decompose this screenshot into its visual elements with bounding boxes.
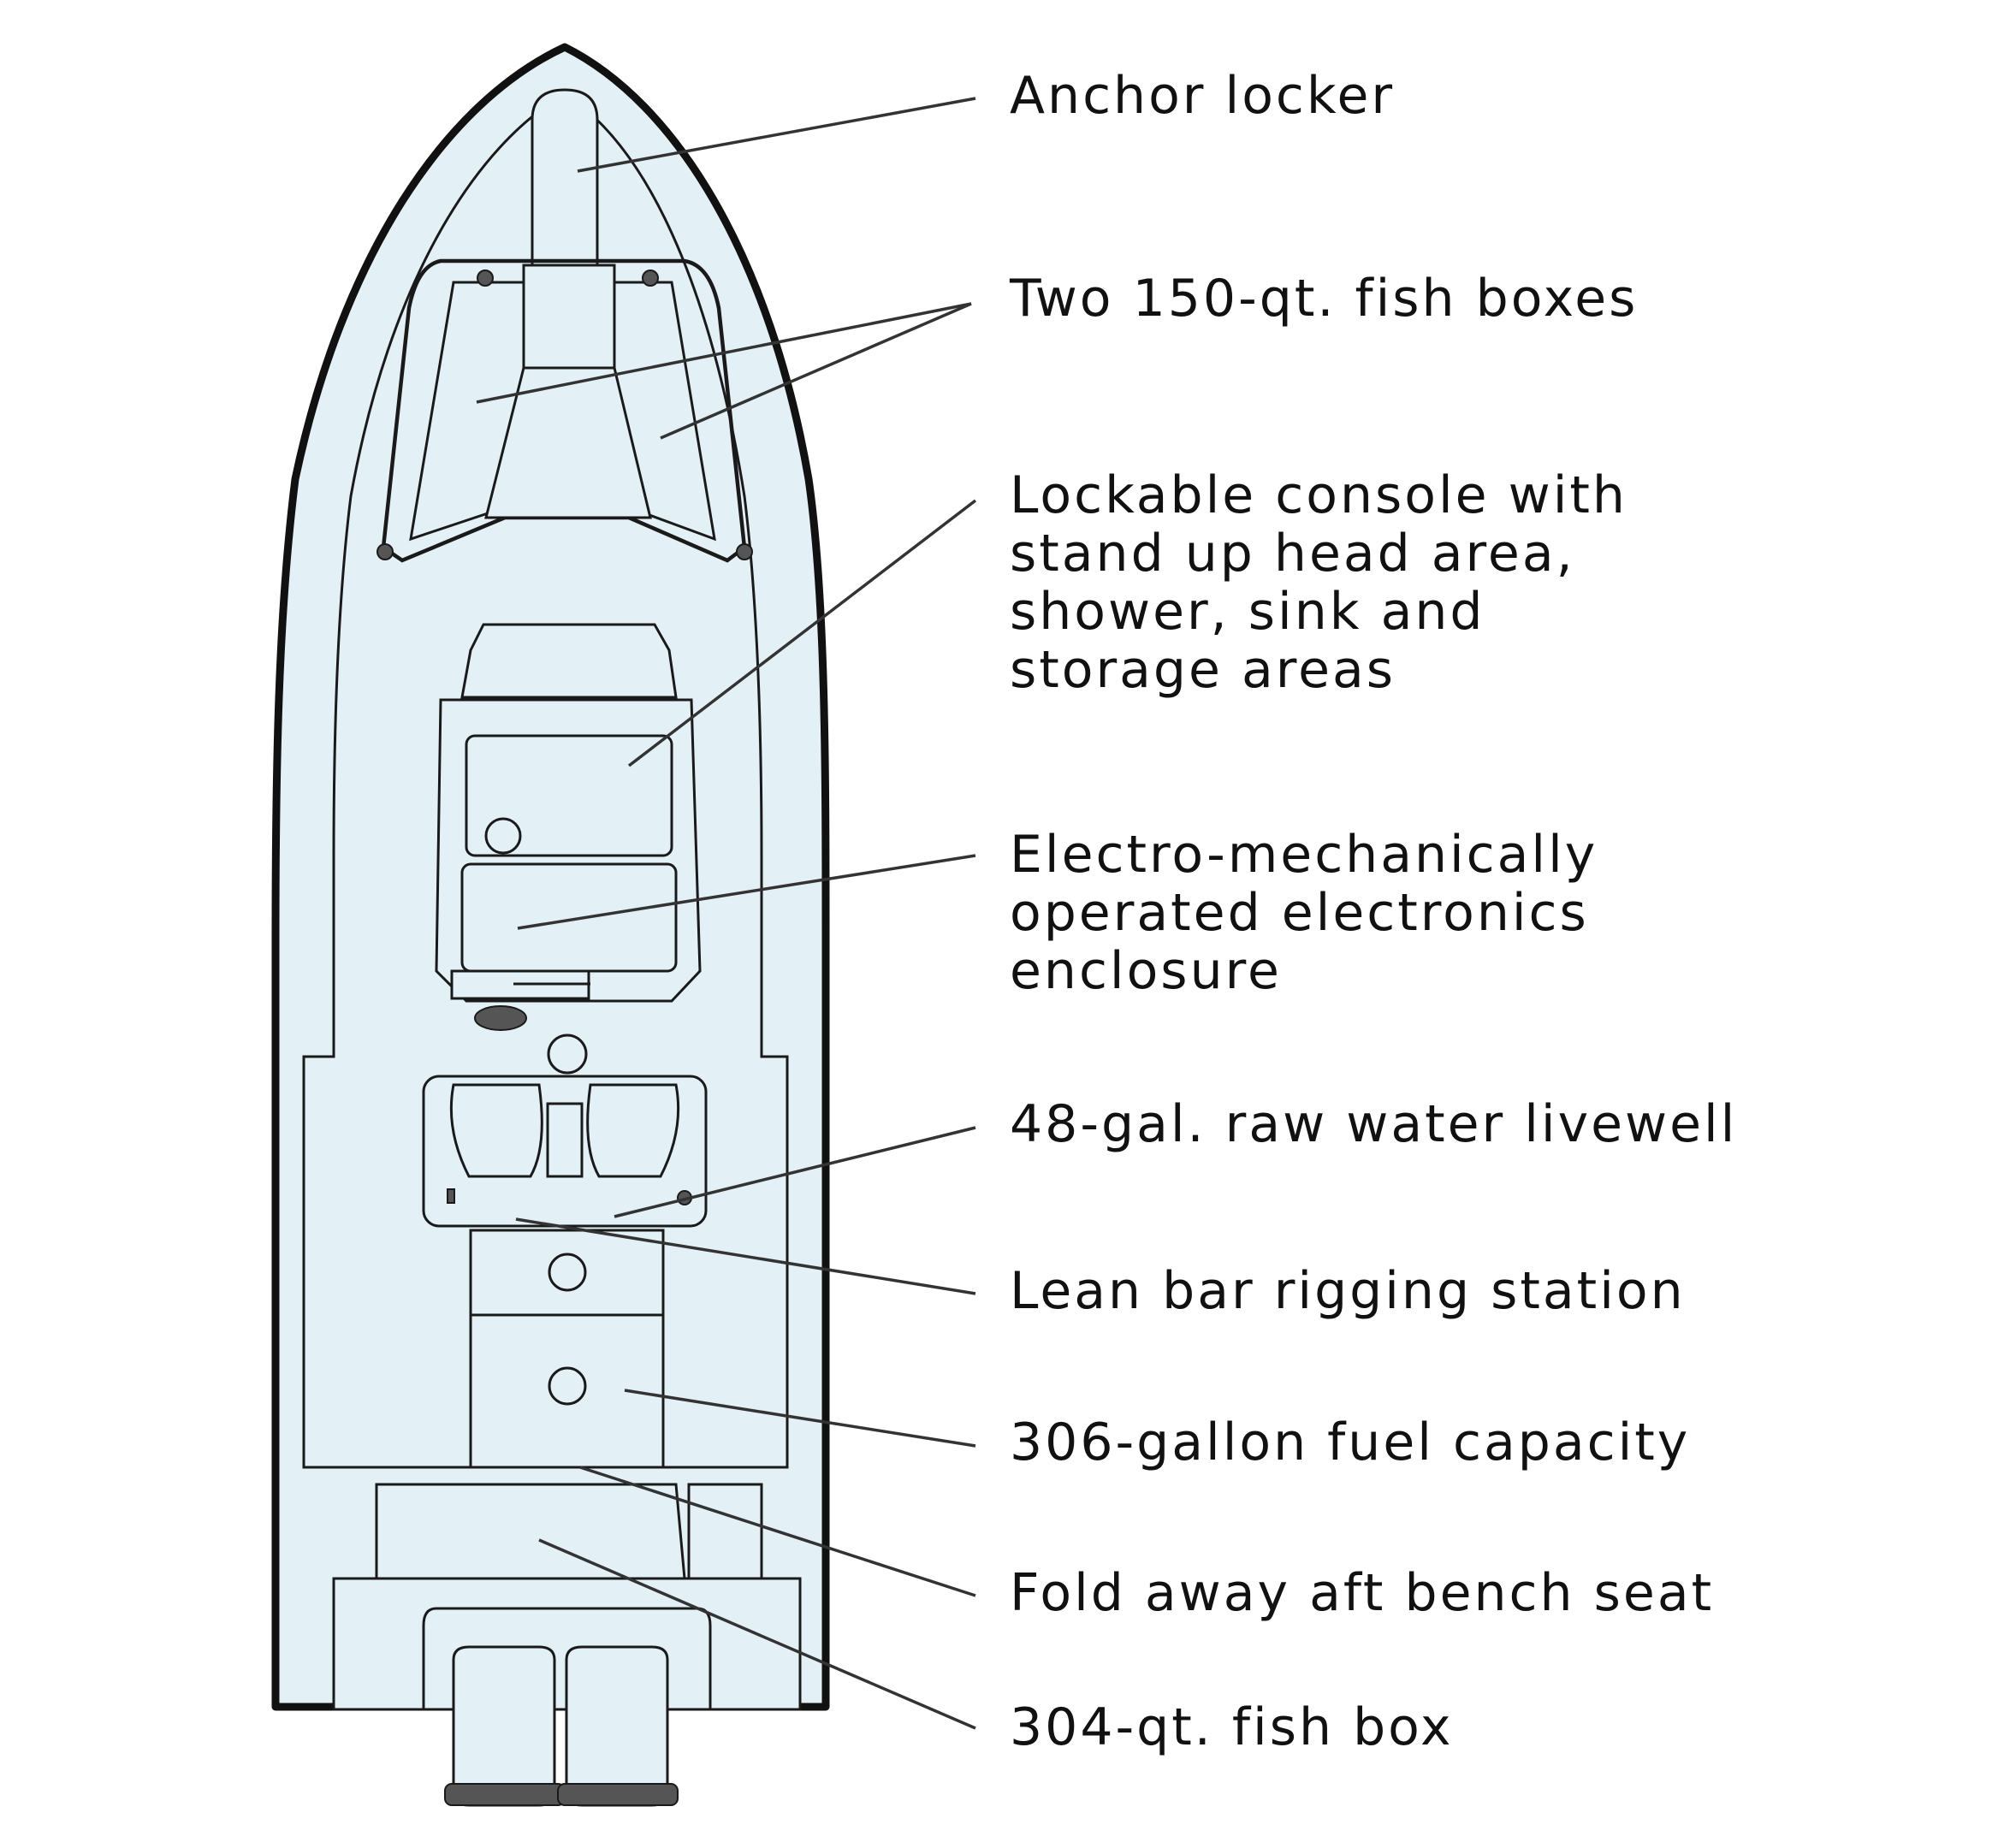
leader-fish-box-aft xyxy=(538,1538,976,1730)
callout-console-line-2: stand up head area, xyxy=(1010,524,1575,583)
callout-fuel-line-1: 306-gallon fuel capacity xyxy=(1010,1413,1691,1472)
leader-console xyxy=(627,499,977,767)
leader-lean-bar xyxy=(515,1217,976,1295)
callout-console-line-4: storage areas xyxy=(1010,640,1396,700)
callout-console-line-1: Lockable console with xyxy=(1010,465,1628,525)
callout-bow-fish-boxes: Two 150-qt. fish boxes xyxy=(1010,270,1638,328)
leader-anchor-locker xyxy=(577,97,976,173)
callout-anchor-locker-line-1: Anchor locker xyxy=(1010,66,1396,126)
aft-bench-and-fish-box xyxy=(332,1483,802,1711)
outboard-engines xyxy=(444,1645,679,1807)
callout-bow-fish-boxes-line-1: Two 150-qt. fish boxes xyxy=(1010,269,1639,329)
leader-fuel xyxy=(624,1389,976,1448)
callout-lean-bar: Lean bar rigging station xyxy=(1010,1262,1686,1320)
callout-electronics-enclosure: Electro-mechanically operated electronic… xyxy=(1010,826,1598,1000)
callout-anchor-locker: Anchor locker xyxy=(1010,67,1395,125)
leader-fish-boxes-right xyxy=(660,302,972,440)
callout-electronics-line-2: operated electronics xyxy=(1010,883,1589,943)
callout-lean-bar-line-1: Lean bar rigging station xyxy=(1010,1261,1686,1321)
callout-bench-seat-line-1: Fold away aft bench seat xyxy=(1010,1563,1715,1623)
callout-console: Lockable console with stand up head area… xyxy=(1010,466,1628,699)
leader-fish-boxes-left xyxy=(476,302,972,404)
callout-electronics-line-1: Electro-mechanically xyxy=(1010,825,1598,885)
center-console xyxy=(435,623,702,1031)
fuel-tank-area xyxy=(469,1229,665,1469)
leader-electronics xyxy=(517,854,976,930)
callout-aft-fish-box-line-1: 304-qt. fish box xyxy=(1010,1697,1454,1757)
callout-livewell-line-1: 48-gal. raw water livewell xyxy=(1010,1094,1738,1154)
callout-console-line-3: shower, sink and xyxy=(1010,582,1485,642)
leader-livewell xyxy=(614,1126,976,1218)
callout-electronics-line-3: enclosure xyxy=(1010,941,1282,1001)
anchor-locker xyxy=(531,88,599,267)
leader-lines xyxy=(476,97,977,1730)
callout-aft-fish-box: 304-qt. fish box xyxy=(1010,1698,1454,1756)
callout-livewell: 48-gal. raw water livewell xyxy=(1010,1095,1737,1153)
callout-fuel-capacity: 306-gallon fuel capacity xyxy=(1010,1413,1690,1472)
bow-fish-boxes xyxy=(376,258,753,563)
callout-bench-seat: Fold away aft bench seat xyxy=(1010,1564,1714,1622)
leader-bench-seat xyxy=(579,1466,976,1597)
